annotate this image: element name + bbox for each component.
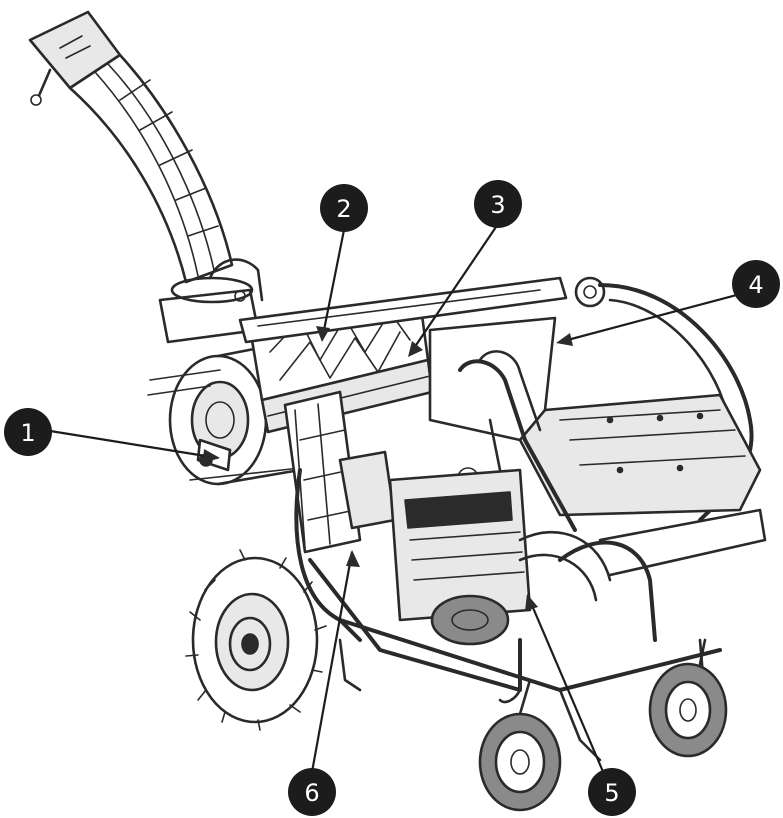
leader-3 <box>409 223 499 355</box>
chassis-frame <box>294 468 767 762</box>
infeed-hopper <box>428 316 762 517</box>
callout-2-label: 2 <box>336 195 351 223</box>
leader-6 <box>310 551 354 773</box>
callout-1: 1 <box>4 408 52 456</box>
leader-5 <box>526 595 606 775</box>
leader-lines <box>43 223 779 775</box>
callout-2: 2 <box>320 184 368 232</box>
leader-1 <box>43 428 219 460</box>
engine <box>388 468 612 646</box>
callout-3-label: 3 <box>490 191 505 219</box>
hydraulic-valve <box>283 390 397 554</box>
callout-5-label: 5 <box>604 779 619 807</box>
caster-wheel-left <box>478 678 562 812</box>
discharge-chute <box>28 10 234 284</box>
callout-6: 6 <box>288 768 336 816</box>
callout-6-label: 6 <box>304 779 319 807</box>
caster-wheel-right <box>648 638 728 758</box>
callout-1-label: 1 <box>20 419 35 447</box>
arrowheads <box>203 326 573 611</box>
callout-4-label: 4 <box>748 271 763 299</box>
left-wheel <box>185 549 327 731</box>
callout-5: 5 <box>588 768 636 816</box>
leader-2 <box>320 229 346 341</box>
callout-4: 4 <box>732 260 780 308</box>
callout-3: 3 <box>474 180 522 228</box>
